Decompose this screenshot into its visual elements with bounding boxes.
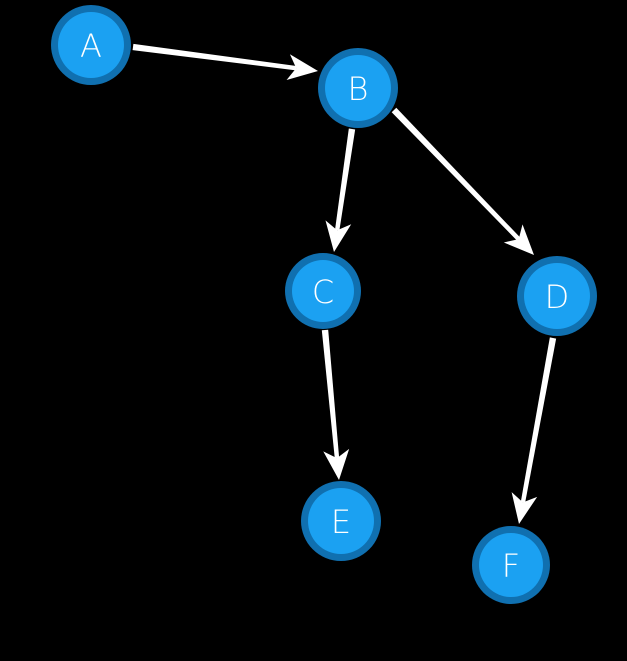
node-label: B <box>348 70 369 108</box>
node-label: C <box>312 273 334 311</box>
graph-node-f[interactable]: F <box>472 526 550 604</box>
graph-edge-d-to-f <box>511 337 557 524</box>
edges-layer <box>132 43 557 524</box>
edge-arrowhead <box>503 224 534 255</box>
node-fill <box>308 488 374 554</box>
edge-arrowhead <box>511 492 538 524</box>
graph-node-b[interactable]: B <box>318 48 398 128</box>
edge-arrowhead <box>323 448 350 480</box>
node-fill <box>479 533 543 597</box>
edge-arrowhead <box>286 54 318 81</box>
edge-shaft <box>321 329 340 459</box>
node-label: A <box>80 27 102 65</box>
graph-edge-b-to-d <box>391 107 534 255</box>
node-label: F <box>502 547 520 585</box>
edge-shaft <box>520 337 557 503</box>
edge-shaft <box>335 128 356 231</box>
nodes-layer: A B C D E F <box>51 5 597 604</box>
graph-edge-c-to-e <box>321 329 350 480</box>
graph-edge-b-to-c <box>325 128 356 252</box>
node-fill <box>524 263 590 329</box>
node-fill <box>58 12 124 78</box>
node-label: D <box>545 278 570 316</box>
graph-node-c[interactable]: C <box>285 253 361 329</box>
graph-node-e[interactable]: E <box>301 481 381 561</box>
node-fill <box>292 260 354 322</box>
graph-node-d[interactable]: D <box>517 256 597 336</box>
graph-edge-a-to-b <box>132 43 318 81</box>
node-fill <box>325 55 391 121</box>
graph-node-a[interactable]: A <box>51 5 131 85</box>
edge-shaft <box>391 107 521 241</box>
edge-shaft <box>132 43 297 71</box>
edge-arrowhead <box>325 220 352 252</box>
node-label: E <box>331 503 351 541</box>
